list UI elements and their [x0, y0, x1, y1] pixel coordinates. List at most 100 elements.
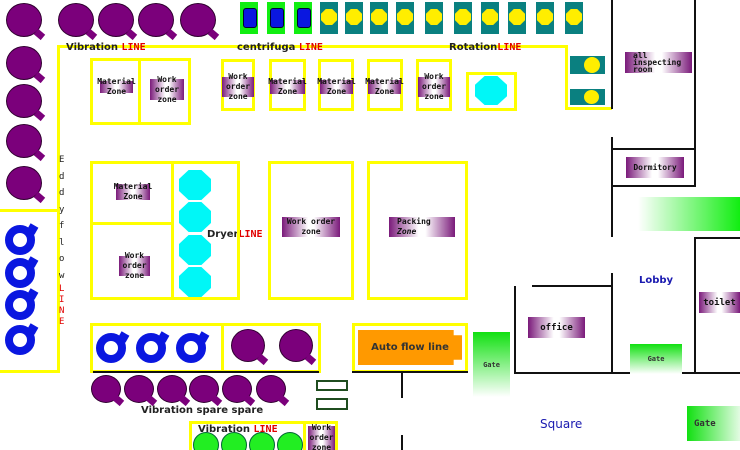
vibration-drum-icon [98, 3, 134, 37]
work-order-zone-box [268, 161, 354, 300]
line-boundary [565, 45, 568, 110]
label-text: Vibration [198, 424, 251, 435]
eddy-line-letter: E [59, 317, 65, 327]
eddy-flow-ring-icon [5, 258, 35, 288]
wall [681, 372, 740, 374]
label-line: Work order [421, 72, 447, 91]
line-word: LINE [121, 42, 146, 53]
vibration-drum-icon [138, 3, 174, 37]
gate-left[interactable]: Gate [473, 332, 510, 397]
green-walkway [638, 197, 740, 231]
label-line: zone [301, 227, 321, 236]
line-word: LINE [238, 229, 263, 240]
label-line: Material [113, 182, 153, 191]
vibration-drum-icon [6, 84, 42, 118]
wall [514, 372, 631, 374]
work-order-zone-box [138, 58, 191, 125]
vibration-drum-icon [279, 329, 313, 362]
rotation-machine [475, 76, 507, 105]
wall [93, 371, 319, 373]
lobby-label: Lobby [639, 275, 674, 286]
centrifuge-machine-icon [536, 2, 554, 34]
label-line: office [540, 322, 573, 333]
yellow-core-icon [509, 9, 525, 25]
packing-zone-box [367, 161, 468, 300]
centrifuge-machine-icon [294, 2, 312, 34]
line-boundary [0, 209, 58, 212]
centrifuge-machine-icon [370, 2, 388, 34]
label-line: inspecting [633, 58, 682, 67]
line-boundary [0, 370, 60, 373]
label-line: Work order [286, 217, 336, 226]
vibration-drum-icon [6, 3, 42, 37]
yellow-core-icon [482, 9, 498, 25]
wall [352, 371, 468, 373]
eddy-flow-ring-icon [5, 325, 35, 355]
eddy-flow-ring-icon [5, 225, 35, 255]
square-label: Square [540, 417, 583, 431]
centrifuge-machine-icon [425, 2, 443, 34]
centrifuge-machine-icon [508, 2, 526, 34]
line-word: LINE [253, 424, 278, 435]
centrifuge-machine-icon [267, 2, 285, 34]
spare-drum-icon [222, 375, 252, 403]
label-line: Zone [106, 87, 127, 96]
line-word: LINE [497, 42, 522, 53]
vibration-drum-icon [180, 3, 216, 37]
gate-lobby[interactable]: Gate [630, 344, 682, 374]
ring-machine-icon [136, 333, 166, 363]
spare-drum-icon [157, 375, 187, 403]
line-boundary [58, 45, 568, 48]
line-word: LINE [298, 42, 323, 53]
auto-flow-line: Auto flow line [358, 330, 462, 365]
rotation-machine-side [570, 56, 605, 74]
yellow-core-icon [566, 9, 582, 25]
label-line: zone [424, 92, 444, 101]
label-line: Material [268, 77, 307, 86]
centrifuge-machine-icon [345, 2, 363, 34]
centrifuga-line-label: centrifuga LINE [237, 42, 323, 53]
yellow-core-icon [321, 9, 337, 25]
label-text: Rotation [449, 42, 498, 53]
centrifuge-machine-icon [320, 2, 338, 34]
blue-core-icon [243, 8, 257, 28]
label-line: Zone [326, 87, 347, 96]
line-boundary [57, 45, 60, 373]
label-line: Work order [154, 74, 180, 94]
label-text: Dryer [207, 229, 239, 240]
label-line: Dormitory [633, 162, 677, 172]
dryer-icon [179, 202, 211, 232]
eddy-line-letter: N [59, 306, 65, 316]
line-boundary [565, 107, 612, 110]
vibration-drum-icon [6, 46, 42, 80]
vibration-line-label: Vibration LINE [66, 42, 146, 53]
spare-drum-icon [91, 375, 121, 403]
wall [611, 185, 696, 187]
label-line: Zone [277, 87, 298, 96]
wall [401, 373, 403, 398]
wall [401, 435, 403, 450]
eddy-letter: d [59, 171, 65, 182]
label-text: centrifuga [237, 42, 296, 53]
eddy-letter: f [59, 221, 65, 231]
spare-drum-icon [256, 375, 286, 403]
yellow-machine-icon [584, 90, 599, 104]
wall [694, 237, 740, 239]
dryer-line-label: DryerLINE [207, 229, 263, 240]
spare-drum-icon [124, 375, 154, 403]
centrifuge-machine-icon [565, 2, 583, 34]
yellow-core-icon [371, 9, 387, 25]
label-line: zone [228, 92, 248, 101]
vibration-drum-icon [231, 329, 265, 362]
pallet [316, 380, 348, 391]
label-line: Zone [123, 192, 143, 201]
gate-right[interactable]: Gate [687, 406, 740, 441]
label-line: Work order [309, 423, 334, 442]
bottom-vibration-line-label: Vibration LINE [198, 424, 278, 435]
